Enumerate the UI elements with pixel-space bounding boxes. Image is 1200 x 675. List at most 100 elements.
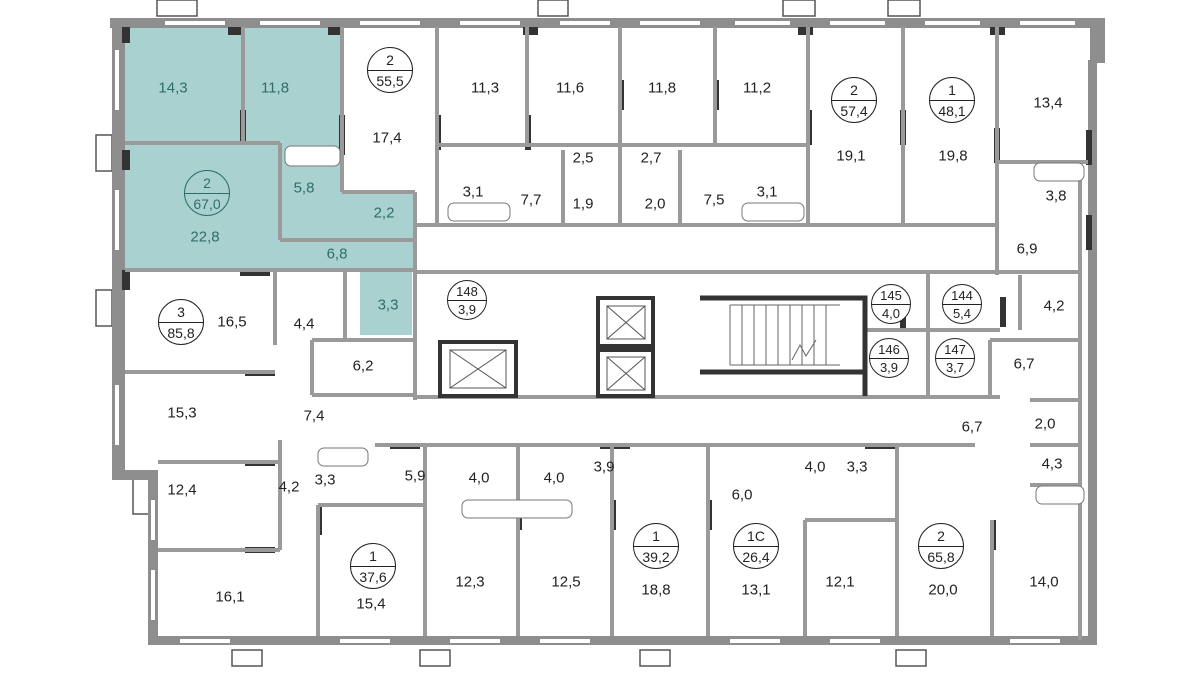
- room-area: 6,9: [1016, 240, 1038, 258]
- apartment-rooms: 1С: [734, 524, 778, 547]
- room-area: 11,2: [742, 79, 772, 97]
- room-area: 4,3: [1041, 455, 1063, 473]
- storage-area: 3,9: [457, 302, 477, 317]
- elevator-x-marks: [449, 305, 646, 391]
- apartment-rooms: 2: [919, 524, 963, 547]
- room-area: 4,0: [804, 458, 826, 476]
- room-area: 3,3: [377, 296, 399, 314]
- storage-number: 145: [872, 285, 910, 305]
- room-area: 3,1: [756, 183, 778, 201]
- storage-number: 147: [936, 339, 974, 359]
- storage-number: 144: [943, 285, 981, 305]
- apartment-badge[interactable]: 1С 26,4: [733, 523, 779, 569]
- room-area: 15,3: [167, 404, 197, 422]
- storage-area: 4,0: [881, 306, 901, 321]
- room-area: 7,4: [303, 407, 325, 425]
- storage-number: 148: [448, 281, 486, 301]
- room-area: 12,4: [167, 481, 197, 499]
- apartment-rooms: 3: [159, 300, 203, 323]
- room-area: 2,0: [1034, 415, 1056, 433]
- room-area: 11,3: [470, 79, 500, 97]
- room-area: 6,0: [731, 486, 753, 504]
- room-area: 7,7: [520, 191, 542, 209]
- room-area: 3,1: [462, 183, 484, 201]
- apartment-rooms: 2: [832, 78, 876, 101]
- room-area: 19,1: [836, 147, 866, 165]
- room-area: 3,8: [1045, 187, 1067, 205]
- windows: [115, 21, 1075, 643]
- room-area: 19,8: [938, 147, 968, 165]
- room-area: 18,8: [641, 581, 671, 599]
- room-area: 2,2: [373, 204, 395, 222]
- room-area: 16,5: [217, 313, 247, 331]
- room-area: 5,8: [293, 179, 315, 197]
- room-area: 6,7: [961, 418, 983, 436]
- apartment-area: 48,1: [938, 103, 966, 119]
- room-area: 15,4: [356, 595, 386, 613]
- room-area: 2,5: [572, 149, 594, 167]
- room-area: 16,1: [215, 588, 245, 606]
- room-area: 11,8: [260, 79, 290, 97]
- apartment-rooms: 2: [185, 171, 229, 194]
- room-area: 2,7: [640, 149, 662, 167]
- room-area: 11,8: [647, 79, 677, 97]
- room-area: 14,0: [1029, 573, 1059, 591]
- stairwell: [700, 295, 868, 396]
- room-area: 11,6: [555, 79, 585, 97]
- apartment-rooms: 1: [930, 78, 974, 101]
- room-area: 4,2: [278, 478, 300, 496]
- room-area: 6,2: [352, 357, 374, 375]
- apartment-area: 26,4: [742, 549, 770, 565]
- room-area: 12,3: [455, 573, 485, 591]
- room-area: 17,4: [372, 129, 402, 147]
- room-area: 3,3: [846, 458, 868, 476]
- apartment-rooms: 1: [634, 524, 678, 547]
- room-area: 7,5: [703, 191, 725, 209]
- room-area: 12,5: [551, 573, 581, 591]
- apartment-area: 55,5: [376, 73, 404, 89]
- balconies: [95, 0, 927, 667]
- room-area: 4,0: [543, 469, 565, 487]
- storage-area: 3,7: [945, 360, 965, 375]
- apartment-area: 85,8: [167, 325, 195, 341]
- apartment-rooms: 1: [351, 544, 395, 567]
- apartment-area: 37,6: [359, 569, 387, 585]
- room-area: 14,3: [158, 79, 188, 97]
- room-area: 4,2: [1043, 297, 1065, 315]
- apartment-area: 39,2: [642, 549, 670, 565]
- room-area: 4,4: [293, 315, 315, 333]
- room-area: 6,7: [1013, 355, 1035, 373]
- room-area: 4,0: [468, 469, 490, 487]
- apartment-area: 57,4: [840, 103, 868, 119]
- room-area: 6,8: [326, 245, 348, 263]
- storage-number: 146: [870, 339, 908, 359]
- apartment-area: 65,8: [927, 549, 955, 565]
- apartment-area: 67,0: [193, 196, 221, 212]
- room-area: 3,9: [593, 458, 615, 476]
- storage-area: 3,9: [879, 360, 899, 375]
- room-area: 1,9: [572, 195, 594, 213]
- apartment-rooms: 2: [368, 48, 412, 71]
- room-area: 13,4: [1033, 94, 1063, 112]
- room-area: 5,9: [404, 467, 426, 485]
- room-area: 2,0: [644, 195, 666, 213]
- storage-area: 5,4: [952, 306, 972, 321]
- room-area: 3,3: [314, 471, 336, 489]
- room-area: 13,1: [741, 581, 771, 599]
- room-area: 12,1: [825, 573, 855, 591]
